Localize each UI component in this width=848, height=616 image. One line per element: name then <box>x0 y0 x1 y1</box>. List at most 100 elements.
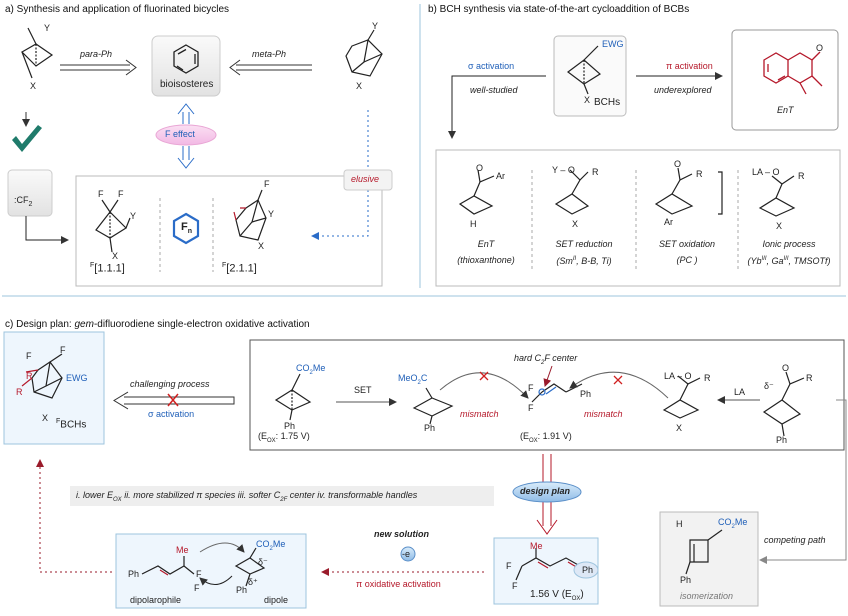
meo2c-label: MeO2C <box>398 373 428 386</box>
atom-r: R <box>696 169 703 179</box>
set-reduction-molecule <box>554 169 590 215</box>
method-set-reduction-detail: (SmII, B-B, Ti) <box>556 256 612 266</box>
ketone-bcb-molecule <box>762 371 805 437</box>
atom-r: R <box>704 373 711 383</box>
f-bcp-molecule <box>95 199 131 253</box>
ewg-label: EWG <box>66 373 88 383</box>
bioisosteres-label: bioisosteres <box>160 79 214 90</box>
atom-ph: Ph <box>680 575 692 585</box>
atom-h: H <box>676 519 683 529</box>
method-set-oxidation-detail: (PC ) <box>676 255 698 265</box>
mismatch-right-label: mismatch <box>584 409 623 419</box>
panel-b-title: b) BCH synthesis via state-of-the-art cy… <box>428 4 690 15</box>
bcb-center-box <box>553 35 627 117</box>
label-211: F[2.1.1] <box>222 262 257 275</box>
panel-c-title: c) Design plan: gem-difluorodiene single… <box>5 319 310 330</box>
atom-y: Y <box>44 23 51 33</box>
well-studied-label: well-studied <box>470 85 518 95</box>
atom-r: R <box>16 387 23 397</box>
co2me-label: CO2Me <box>718 517 748 530</box>
f-effect-label: F effect <box>165 129 195 139</box>
atom-ph: Ph <box>236 585 248 595</box>
sigma-activation-label: σ activation <box>468 61 515 71</box>
f-effect-arrow <box>177 103 195 169</box>
atom-f: F <box>60 345 66 355</box>
return-arrow <box>36 459 112 573</box>
ent-label: EnT <box>777 105 794 115</box>
method-ionic-detail: (YbIII, GaIII, TMSOTf) <box>747 256 831 266</box>
atom-ph: Ph <box>580 389 592 399</box>
activation-methods-box <box>435 149 841 287</box>
atom-ph: Ph <box>284 421 296 431</box>
atom-x: X <box>42 413 49 423</box>
atom-o: O <box>816 43 824 53</box>
method-set-oxidation-name: SET oxidation <box>658 239 716 249</box>
ionic-process-molecule <box>758 175 796 217</box>
bcb-center-molecule <box>567 45 602 95</box>
new-solution-label: new solution <box>374 529 429 539</box>
atom-o: O <box>782 363 790 373</box>
meta-ph-label: meta-Ph <box>252 49 287 59</box>
cf2-label: :CF2 <box>14 195 33 208</box>
la-activated-molecule <box>662 375 701 419</box>
design-plan-label: design plan <box>520 486 571 496</box>
mismatch-arc-right <box>569 371 669 399</box>
isomerization-box <box>659 511 759 607</box>
fluorinated-bicycles-box <box>75 175 383 287</box>
atom-o: O <box>674 159 682 169</box>
elusive-label: elusive <box>351 174 380 184</box>
l-arrow <box>25 216 69 244</box>
atom-x: X <box>572 219 579 229</box>
bcb-ester-molecule <box>274 373 312 421</box>
eox1-label: (EOX: 1.75 V) <box>258 431 310 444</box>
cyclobutene-molecule <box>685 529 723 575</box>
atom-o: O <box>476 163 484 173</box>
ewg-label: EWG <box>602 39 624 49</box>
panel-a-title: a) Synthesis and application of fluorina… <box>5 4 230 15</box>
check-icon <box>12 125 42 152</box>
set-label: SET <box>354 385 372 395</box>
atom-x: X <box>676 423 683 433</box>
atom-r: R <box>592 167 599 177</box>
atom-ph: Ph <box>582 565 594 575</box>
la-o-c-label: LA – O <box>664 371 692 381</box>
bch-molecule-right <box>345 29 383 77</box>
atom-ph: Ph <box>424 423 436 433</box>
set-oxidation-molecule <box>654 167 723 215</box>
me-label: Me <box>176 545 189 555</box>
fbchs-label: FBCHs <box>56 418 87 431</box>
la-label: LA <box>734 387 746 397</box>
mismatch-left-label: mismatch <box>460 409 499 419</box>
f-bch-molecule <box>233 189 267 241</box>
atom-r: R <box>798 171 805 181</box>
hard-center-arrow <box>543 365 553 387</box>
method-ent-name: EnT <box>477 239 495 249</box>
fn-hexagon-icon <box>172 212 200 245</box>
improvements-bar <box>70 486 494 506</box>
method-set-reduction-name: SET reduction <box>555 239 613 249</box>
atom-f: F <box>118 189 124 199</box>
hard-center-label: hard C2F center <box>514 353 578 366</box>
atom-f: F <box>528 383 534 393</box>
ent-bcb-molecule <box>458 169 495 215</box>
design-plan-bubble <box>512 481 582 503</box>
atom-f: F <box>98 189 104 199</box>
delta-plus: δ⁺ <box>248 577 258 587</box>
minus-e-label: -e <box>402 549 411 559</box>
para-ph-label: para-Ph <box>80 49 113 59</box>
elusive-box <box>343 169 393 191</box>
atom-x: X <box>584 95 591 105</box>
competing-path-label: competing path <box>764 535 826 545</box>
co2me-label: CO2Me <box>256 539 286 552</box>
sigma-activation-c-label: σ activation <box>148 409 195 419</box>
eox3-label: 1.56 V (EOX) <box>530 589 584 603</box>
eox2-label: (EOX: 1.91 V) <box>520 431 572 444</box>
bioisosteres-box <box>151 35 221 97</box>
atom-r: R <box>806 373 813 383</box>
atom-y: Y <box>130 211 137 221</box>
atom-f: F <box>194 583 200 593</box>
atom-ar: Ar <box>664 217 673 227</box>
competing-path-arrow <box>759 399 847 564</box>
y-o-label: Y – O <box>552 165 575 175</box>
